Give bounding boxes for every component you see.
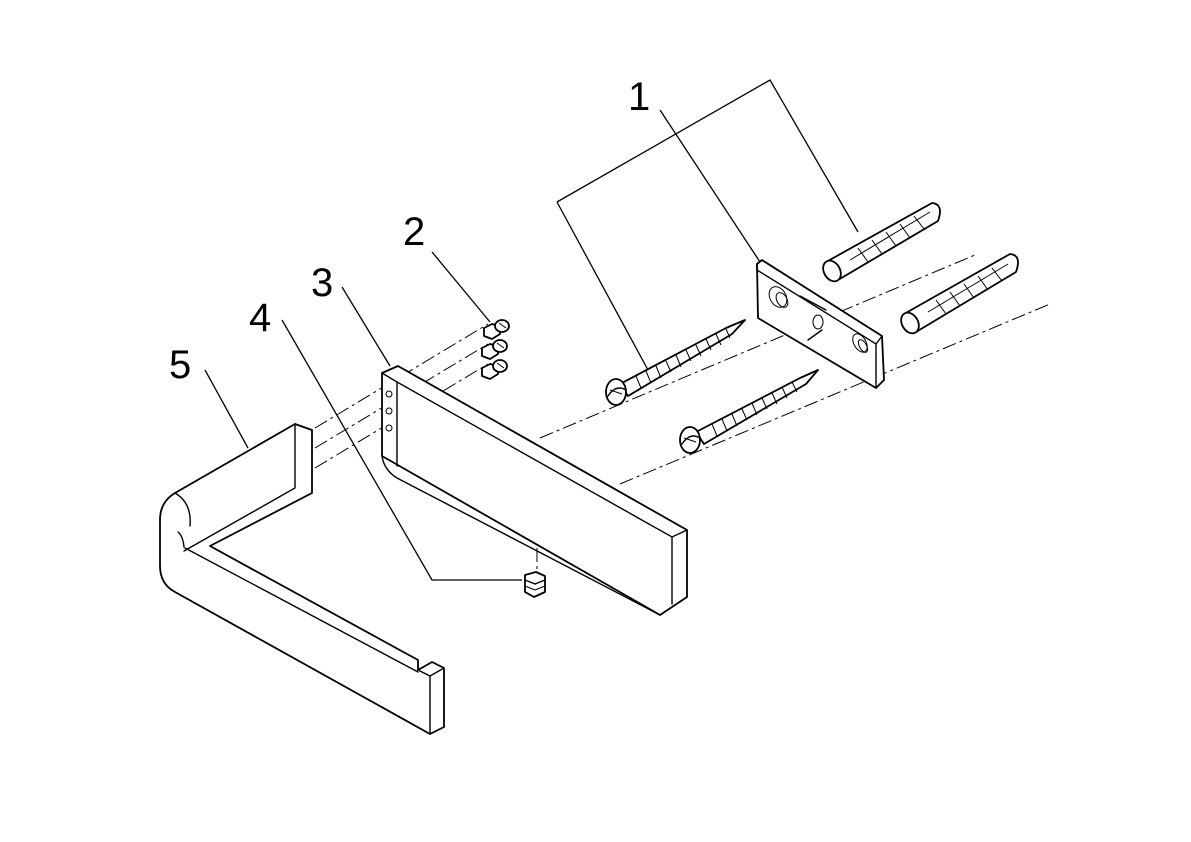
screw-middle bbox=[481, 339, 508, 360]
callout-4: 4 bbox=[249, 296, 271, 340]
part-5-holder-arm bbox=[159, 423, 445, 735]
leader-lines bbox=[204, 79, 859, 581]
callout-2: 2 bbox=[403, 210, 425, 254]
screw-top bbox=[483, 319, 510, 340]
part-1-wall-plugs bbox=[822, 202, 1019, 335]
callout-1: 1 bbox=[628, 75, 650, 119]
part-1-wall-plate bbox=[756, 259, 885, 389]
callout-labels: 1 2 3 4 5 bbox=[169, 75, 650, 387]
wood-screw-lower bbox=[679, 369, 819, 454]
part-3-main-bar bbox=[381, 365, 688, 616]
part-2-screws bbox=[481, 319, 510, 380]
wood-screw-upper bbox=[605, 319, 746, 406]
callout-5: 5 bbox=[169, 343, 191, 387]
part-1-wood-screws bbox=[605, 319, 819, 454]
wall-plug-upper bbox=[822, 202, 941, 283]
part-4-plug bbox=[524, 571, 546, 598]
wall-plug-lower bbox=[900, 253, 1019, 335]
screw-bottom bbox=[481, 359, 508, 380]
callout-3: 3 bbox=[311, 261, 333, 305]
